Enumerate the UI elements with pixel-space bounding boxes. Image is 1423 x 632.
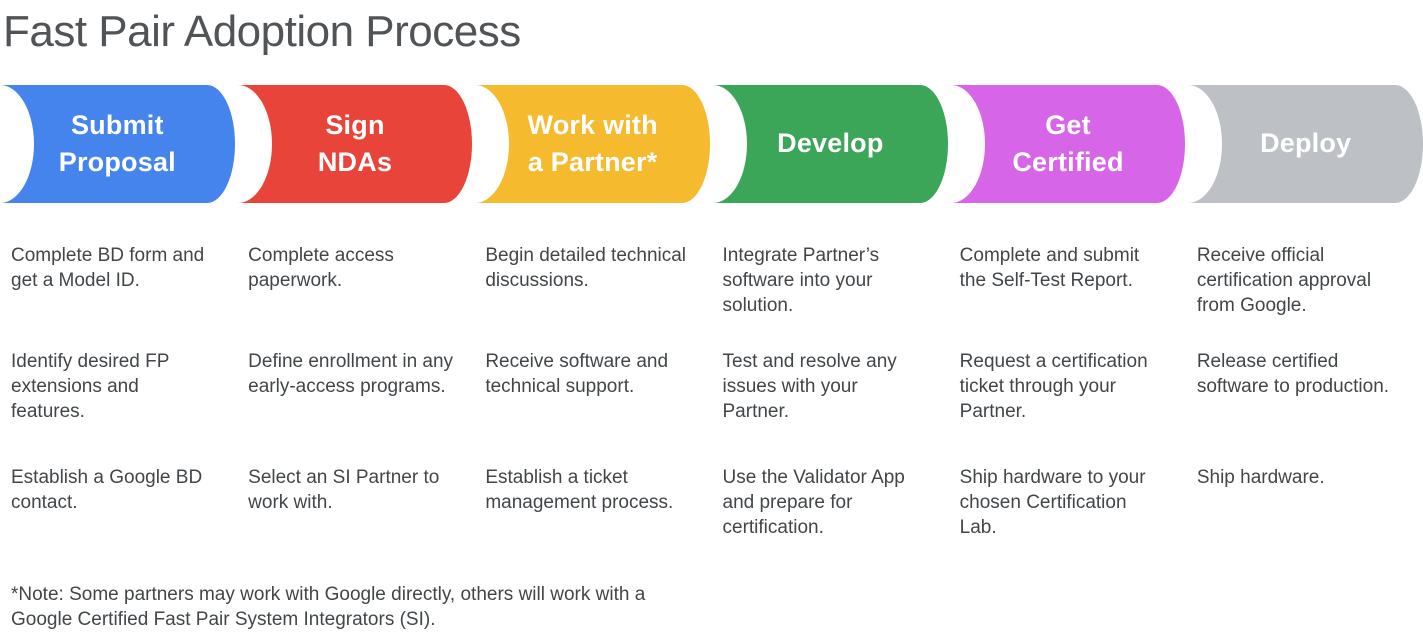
step-pill-develop: Develop <box>713 84 948 203</box>
task-submit-proposal-3: Establish a Google BD contact. <box>11 466 203 513</box>
task-get-certified-3: Ship hardware to your chosen Certificati… <box>959 466 1146 538</box>
task-deploy-2: Release certified software to production… <box>1196 350 1390 397</box>
step-label-work-with-partner: Work with a Partner* <box>527 109 658 177</box>
page-title: Fast Pair Adoption Process <box>3 7 521 56</box>
task-sign-ndas-3: Select an SI Partner to work with. <box>248 466 440 513</box>
step-label-submit-proposal: Submit Proposal <box>58 109 176 177</box>
step-details-grid: Complete BD form and get a Model ID. Com… <box>0 243 1423 540</box>
step-pill-sign-ndas: Sign NDAs <box>237 84 473 203</box>
step-pill-deploy: Deploy <box>1188 84 1423 203</box>
task-deploy-1: Receive official certification approval … <box>1196 244 1372 316</box>
task-get-certified-2: Request a certification ticket through y… <box>959 350 1148 422</box>
task-develop-1: Integrate Partner’s software into your s… <box>722 244 880 316</box>
task-work-with-partner-2: Receive software and technical support. <box>485 350 669 397</box>
step-label-sign-ndas: Sign NDAs <box>317 109 393 177</box>
task-deploy-3: Ship hardware. <box>1196 466 1325 488</box>
step-label-develop: Develop <box>777 128 884 159</box>
task-develop-3: Use the Validator App and prepare for ce… <box>722 466 905 538</box>
task-submit-proposal-1: Complete BD form and get a Model ID. <box>11 244 205 291</box>
task-sign-ndas-1: Complete access paperwork. <box>248 244 394 291</box>
step-pill-submit-proposal: Submit Proposal <box>0 84 235 203</box>
task-work-with-partner-1: Begin detailed technical discussions. <box>485 244 687 291</box>
step-label-deploy: Deploy <box>1260 128 1352 159</box>
step-pill-get-certified: Get Certified <box>950 84 1186 203</box>
task-work-with-partner-3: Establish a ticket management process. <box>485 466 674 513</box>
task-submit-proposal-2: Identify desired FP extensions and featu… <box>11 350 170 422</box>
step-pill-work-with-partner: Work with a Partner* <box>475 84 711 203</box>
task-get-certified-1: Complete and submit the Self-Test Report… <box>959 244 1140 291</box>
step-label-get-certified: Get Certified <box>1012 109 1124 177</box>
process-steps-row: Submit Proposal Sign NDAs Work with a Pa… <box>0 84 1423 203</box>
task-develop-2: Test and resolve any issues with your Pa… <box>722 350 897 422</box>
footnote: *Note: Some partners may work with Googl… <box>11 583 646 630</box>
task-sign-ndas-2: Define enrollment in any early-access pr… <box>248 350 454 397</box>
